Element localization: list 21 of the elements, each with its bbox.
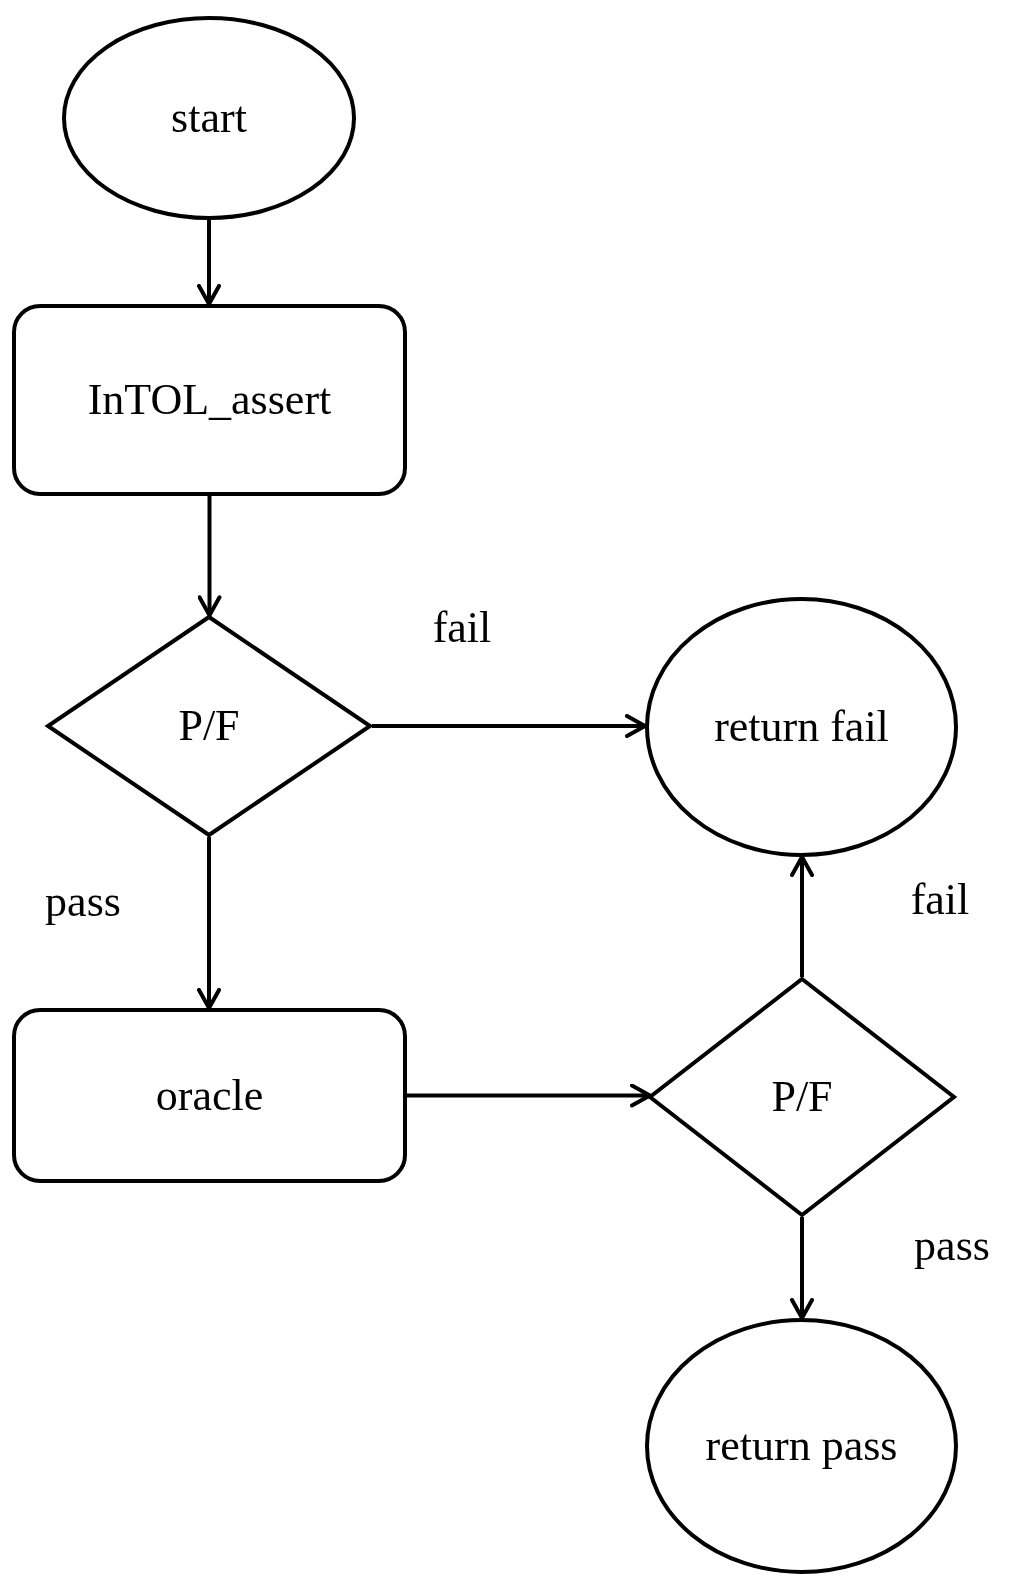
decision-diamond xyxy=(648,977,956,1217)
node-label: P/F xyxy=(178,700,240,753)
terminal-ellipse xyxy=(645,1318,958,1574)
arrow xyxy=(197,496,222,618)
node-label: oracle xyxy=(155,1069,264,1122)
node-label: return pass xyxy=(705,1420,898,1473)
arrow xyxy=(197,220,221,306)
arrow xyxy=(197,837,221,1010)
node-label: start xyxy=(171,92,247,145)
decision-diamond xyxy=(46,615,372,837)
arrow xyxy=(790,855,814,977)
terminal-ellipse xyxy=(62,16,356,220)
node-label: return fail xyxy=(714,701,889,754)
arrow xyxy=(790,1217,814,1320)
terminal-ellipse xyxy=(645,597,958,857)
process-box xyxy=(12,1008,407,1183)
arrow xyxy=(407,1083,652,1108)
node-label: InTOL_assert xyxy=(87,374,332,427)
process-box xyxy=(12,304,407,496)
arrow xyxy=(372,714,647,738)
node-label: P/F xyxy=(771,1071,833,1124)
